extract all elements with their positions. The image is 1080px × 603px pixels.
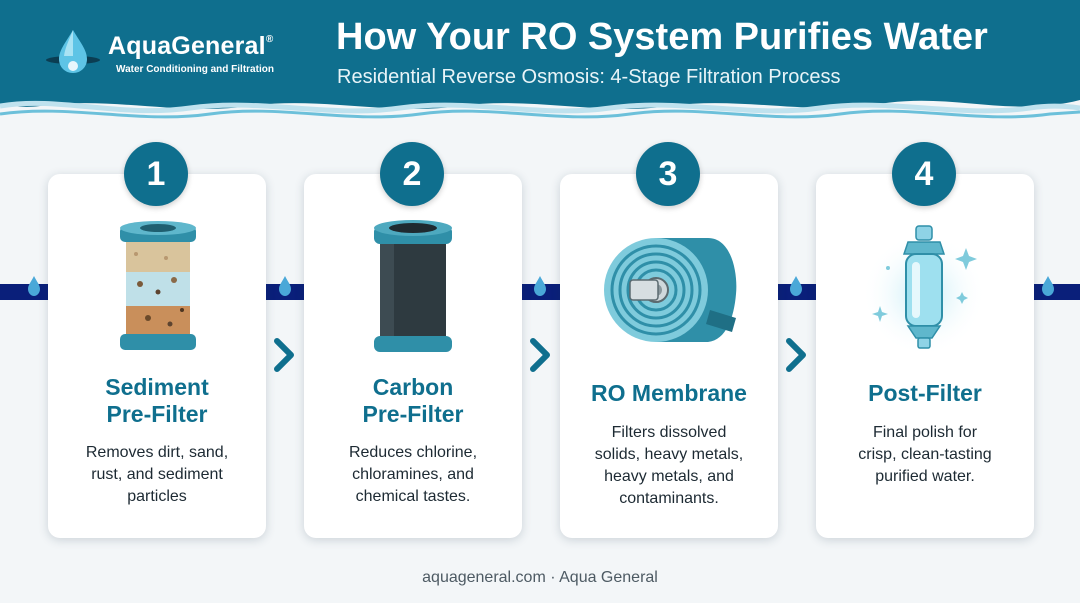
- page-title: How Your RO System Purifies Water: [336, 16, 988, 58]
- stage-3-badge: 3: [636, 142, 700, 206]
- page-subtitle: Residential Reverse Osmosis: 4-Stage Fil…: [337, 66, 841, 88]
- water-droplet-icon: [790, 276, 802, 296]
- brand-logo[interactable]: AquaGeneral® Water Conditioning and Filt…: [44, 26, 304, 82]
- footer-credit[interactable]: aquageneral.com · Aqua General: [422, 569, 658, 586]
- sediment-filter-icon: [120, 221, 196, 350]
- stage-4-title: Post-Filter: [868, 380, 982, 406]
- water-drop-logo-icon: [46, 30, 100, 73]
- carbon-filter-icon: [374, 220, 452, 352]
- chevron-right-icon: [786, 338, 806, 372]
- water-droplet-icon: [279, 276, 291, 296]
- brand-name: AquaGeneral®: [108, 32, 274, 60]
- header-banner: AquaGeneral® Water Conditioning and Filt…: [0, 0, 1080, 130]
- brand-tagline: Water Conditioning and Filtration: [116, 64, 274, 75]
- stage-3-title: RO Membrane: [591, 380, 747, 406]
- water-droplet-icon: [28, 276, 40, 296]
- chevron-right-icon: [274, 338, 294, 372]
- ro-membrane-icon: [604, 238, 737, 342]
- stage-2-badge: 2: [380, 142, 444, 206]
- chevron-right-icon: [530, 338, 550, 372]
- water-droplet-icon: [534, 276, 546, 296]
- stage-1-badge: 1: [124, 142, 188, 206]
- stage-4-badge: 4: [892, 142, 956, 206]
- water-droplet-icon: [1042, 276, 1054, 296]
- header-wave-background: [0, 0, 1080, 119]
- post-filter-icon: [862, 225, 986, 356]
